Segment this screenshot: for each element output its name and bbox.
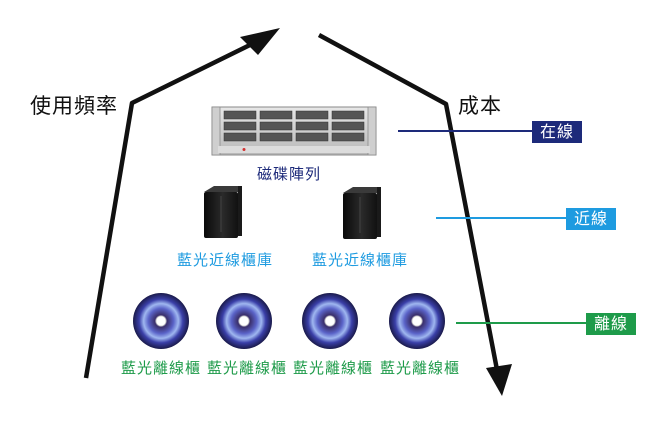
bluray-offline-label: 藍光離線櫃 — [293, 359, 374, 377]
arrowhead-down-icon — [486, 364, 512, 396]
arrowhead-up-icon — [240, 28, 280, 55]
bluray-disc-image-1 — [133, 293, 189, 349]
usage-frequency-arrow — [83, 28, 280, 379]
tier-label-nearline: 近線 — [566, 208, 616, 230]
bluray-offline-label: 藍光離線櫃 — [207, 359, 288, 377]
bluray-library-label: 藍光近線櫃庫 — [312, 251, 409, 269]
disk-array-label: 磁碟陣列 — [257, 165, 322, 183]
bluray-offline-label: 藍光離線櫃 — [121, 359, 202, 377]
tier-label-online: 在線 — [532, 121, 582, 143]
cost-arrow — [317, 33, 512, 396]
disk-array-image — [211, 106, 377, 156]
bluray-disc-image-4 — [389, 293, 445, 349]
bluray-library-image-1 — [204, 186, 242, 238]
bluray-offline-label: 藍光離線櫃 — [380, 359, 461, 377]
usage-frequency-label: 使用頻率 — [30, 94, 118, 118]
bluray-disc-image-2 — [216, 293, 272, 349]
tier-label-offline: 離線 — [586, 313, 636, 335]
bluray-disc-image-3 — [302, 293, 358, 349]
bluray-library-label: 藍光近線櫃庫 — [177, 251, 274, 269]
bluray-library-image-2 — [343, 187, 381, 239]
cost-label: 成本 — [458, 94, 502, 118]
